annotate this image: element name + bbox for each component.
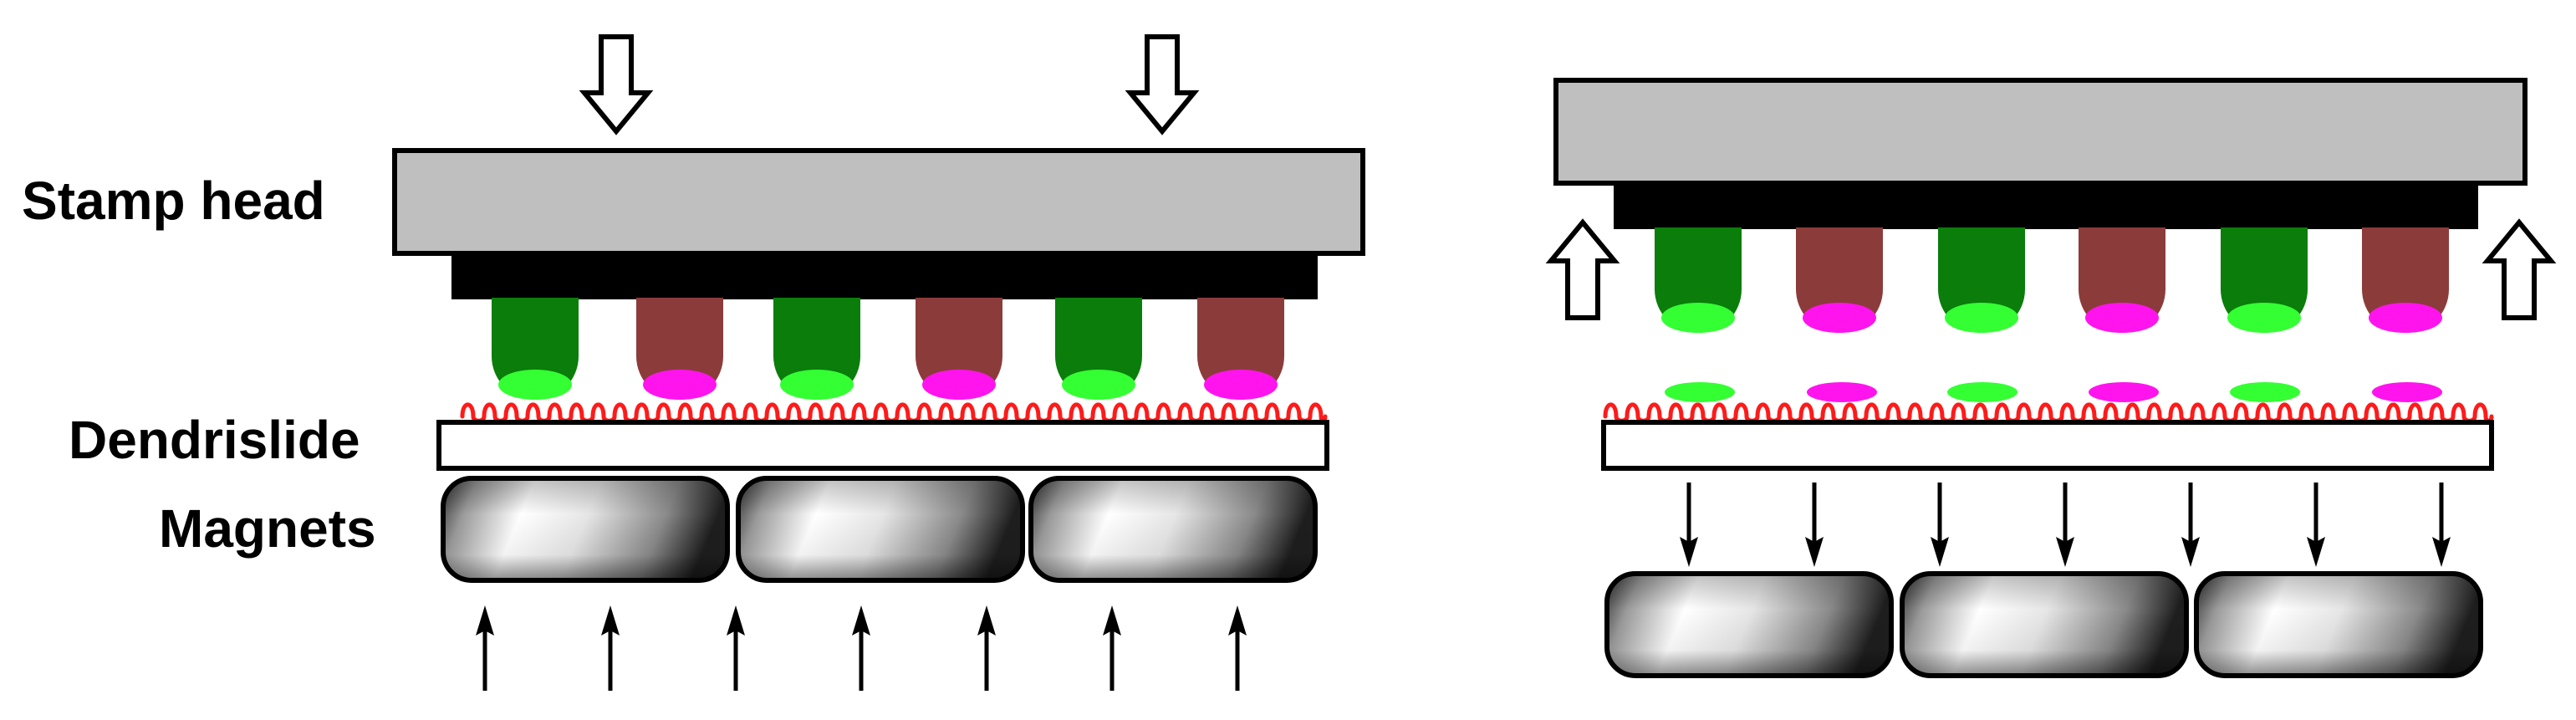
deposited-spot-4 (2089, 382, 2159, 402)
deposited-spot-1 (1665, 382, 1735, 402)
force-arrow-up-4-head (852, 605, 870, 636)
press-arrow-2 (1125, 34, 1200, 135)
stamp-pin-right-1-tip (1661, 303, 1735, 333)
magnet-left-1-shade (443, 478, 727, 580)
stamp-base-left (451, 253, 1318, 299)
force-arrow-down-4-head (2056, 537, 2074, 567)
force-arrow-up-7-head (1228, 605, 1247, 636)
stamp-pin-right-6-tip (2369, 303, 2442, 333)
stamp-pin-right-3-tip (1945, 303, 2018, 333)
magnet-left-3-shade (1031, 478, 1315, 580)
stamp-pin-left-6-tip (1204, 370, 1278, 400)
force-arrow-up-6-head (1103, 605, 1121, 636)
magnet-right-2-shade (1902, 574, 2186, 676)
deposited-spot-3 (1947, 382, 2017, 402)
force-arrow-down-6-head (2307, 537, 2325, 567)
force-arrow-up-1-head (476, 605, 494, 636)
magnets-label: Magnets (159, 498, 376, 559)
force-arrow-down-1-head (1680, 537, 1698, 567)
stamp-base-right (1614, 182, 2478, 229)
lift-arrow-1 (1545, 218, 1620, 320)
press-arrow-1 (579, 34, 654, 135)
lift-arrow-2 (2482, 218, 2557, 320)
stamp-pin-right-2-tip (1803, 303, 1876, 333)
force-arrow-down-5-head (2181, 537, 2200, 567)
dendrimer-wave-right (1603, 402, 2494, 423)
deposited-spot-2 (1807, 382, 1877, 402)
force-arrow-down-7-head (2432, 537, 2451, 567)
stamp-head-right (1553, 78, 2528, 186)
force-arrow-down-2-head (1805, 537, 1824, 567)
stamp-pin-left-1-tip (498, 370, 572, 400)
dendrislide-left (436, 420, 1329, 471)
force-arrow-up-3-head (727, 605, 745, 636)
deposited-spot-5 (2230, 382, 2300, 402)
dendrislide-label: Dendrislide (69, 410, 360, 470)
force-arrow-up-2-head (601, 605, 620, 636)
stamp-pin-right-4-tip (2085, 303, 2159, 333)
stamp-pin-left-2-tip (643, 370, 717, 400)
stamp-pin-right-5-tip (2227, 303, 2301, 333)
stamp-pin-left-5-tip (1062, 370, 1135, 400)
magnet-left-2-shade (738, 478, 1023, 580)
stamp-pin-left-3-tip (780, 370, 854, 400)
magnet-right-1-shade (1607, 574, 1891, 676)
stamp-head-label: Stamp head (22, 171, 325, 231)
stamp-pin-left-4-tip (922, 370, 996, 400)
magnet-right-3-shade (2196, 574, 2481, 676)
stamp-head-left (392, 148, 1365, 256)
dendrimer-wave-left (460, 402, 1328, 423)
dendrislide-right (1601, 420, 2494, 471)
force-arrow-up-5-head (977, 605, 996, 636)
deposited-spot-6 (2372, 382, 2442, 402)
force-arrow-down-3-head (1931, 537, 1949, 567)
